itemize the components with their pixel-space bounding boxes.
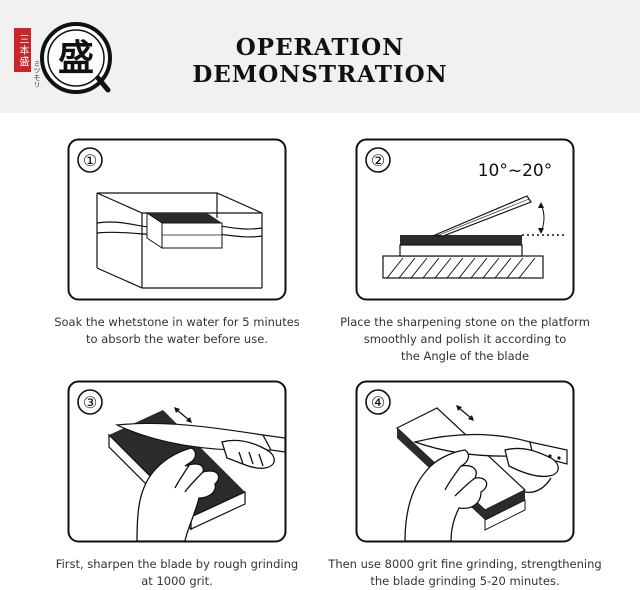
brand-logo: 盛 <box>40 22 112 94</box>
step-1-panel: ① <box>67 138 287 301</box>
hand-icon <box>404 447 559 542</box>
step-4-number: ④ <box>371 393 385 412</box>
step-4-caption: Then use 8000 grit fine grinding, streng… <box>328 557 602 588</box>
step-3-panel: ③ <box>67 380 287 543</box>
angle-indicator-icon <box>522 202 567 236</box>
title-line-2: DEMONSTRATION <box>192 61 448 88</box>
step-4-panel: ④ <box>355 380 575 543</box>
step-2-number: ② <box>371 151 385 170</box>
step-1-illustration: ① <box>67 138 287 301</box>
step-2-illustration: ② 10°~20° <box>355 138 575 301</box>
whetstone-icon <box>146 212 223 249</box>
hand-icon <box>136 439 275 542</box>
brand-kana: ミツモリ <box>33 60 41 88</box>
step-2-caption: Place the sharpening stone on the platfo… <box>340 315 590 363</box>
step-2-panel: ② 10°~20° <box>355 138 575 301</box>
platform-icon <box>382 255 544 279</box>
water-container-icon <box>96 192 263 289</box>
knife-blade-icon <box>432 195 532 237</box>
step-3-caption: First, sharpen the blade by rough grindi… <box>55 557 299 588</box>
step-1-number: ① <box>83 151 97 170</box>
svg-text:盛: 盛 <box>58 37 94 79</box>
motion-arrow-icon <box>174 407 192 423</box>
whetstone-icon <box>399 235 523 257</box>
step-4-illustration: ④ <box>355 380 575 543</box>
step-3-number: ③ <box>83 393 97 412</box>
brand-stamp: 三本盛 <box>14 28 31 72</box>
step-1-caption: Soak the whetstone in water for 5 minute… <box>54 315 300 346</box>
knife-blade-icon <box>412 433 568 465</box>
page-title: OPERATION DEMONSTRATION <box>180 34 460 88</box>
step-3-illustration: ③ <box>67 380 287 543</box>
title-line-1: OPERATION <box>235 34 405 61</box>
motion-arrow-icon <box>456 405 474 421</box>
angle-label: 10°~20° <box>478 161 553 181</box>
